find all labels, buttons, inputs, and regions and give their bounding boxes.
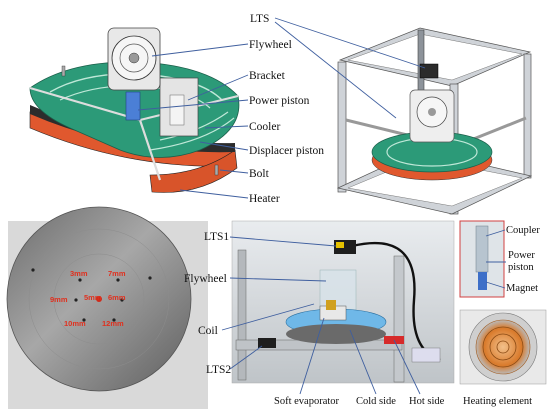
label-bolt: Bolt (249, 168, 270, 180)
heating-coil (475, 319, 531, 375)
lts-labels: LTS (250, 13, 426, 119)
lts-sensor (419, 63, 439, 79)
plate-mark-3: 6mm (108, 293, 126, 302)
label-soft-evaporator: Soft evaporator (274, 396, 340, 407)
label-coil: Coil (198, 325, 218, 337)
plate-mark-2: 9mm (50, 295, 68, 304)
inset-labels: Coupler Power piston Magnet (485, 225, 540, 294)
frame-assembly (336, 27, 533, 215)
photo-labels: LTS1 Flywheel Coil LTS2 Soft evaporator … (184, 231, 445, 407)
label-flywheel: Flywheel (249, 39, 292, 51)
label-power-piston-inset-2: piston (508, 262, 534, 273)
label-coupler: Coupler (506, 225, 540, 236)
label-magnet: Magnet (506, 283, 538, 294)
power-piston (125, 91, 141, 121)
label-lts1: LTS1 (204, 231, 229, 243)
label-hot-side: Hot side (409, 396, 445, 407)
label-cold-side: Cold side (356, 396, 396, 407)
label-heating-element: Heating element (463, 396, 532, 407)
label-bracket: Bracket (249, 70, 286, 82)
plate-mark-1: 7mm (108, 269, 126, 278)
experiment-photo (231, 220, 455, 384)
piston-inset (459, 220, 505, 298)
cad-labels: Flywheel Bracket Power piston Cooler Dis… (137, 39, 324, 205)
label-cooler: Cooler (249, 121, 280, 133)
plate-mark-0: 3mm (70, 269, 88, 278)
lts2-sensor (258, 338, 276, 348)
label-heater: Heater (249, 193, 280, 205)
heating-element-inset: Heating element (459, 309, 547, 407)
plate-mark-6: 12mm (102, 319, 124, 328)
label-displacer-piston: Displacer piston (249, 145, 324, 157)
label-lts: LTS (250, 13, 269, 25)
plate-photo: 3mm 7mm 9mm 6mm 5mm 10mm 12mm (6, 206, 208, 409)
label-power-piston: Power piston (249, 95, 310, 107)
label-lts2: LTS2 (206, 364, 231, 376)
label-power-piston-inset-1: Power (508, 250, 535, 261)
engine-cad-model (29, 27, 240, 193)
label-flywheel-photo: Flywheel (184, 273, 227, 285)
heater-layer-right (149, 149, 238, 193)
plate-mark-5: 10mm (64, 319, 86, 328)
plate-mark-4: 5mm (84, 293, 102, 302)
